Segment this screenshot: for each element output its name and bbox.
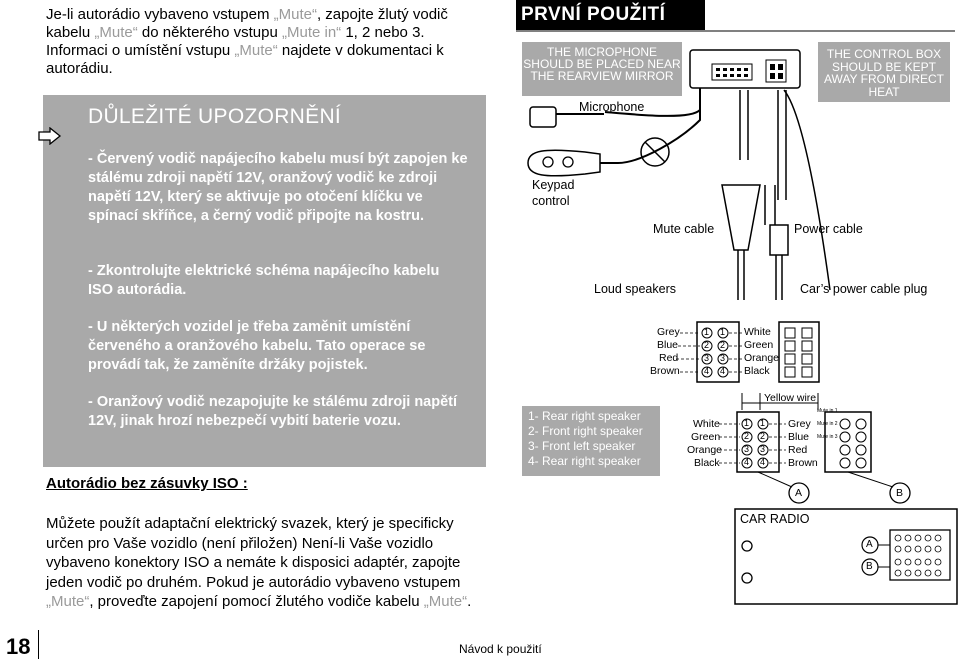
keypad-label: control (532, 194, 570, 208)
connector-b-label: B (866, 561, 873, 572)
legend-item: 4- Rear right speaker (528, 454, 641, 468)
intro-paragraph: Je-li autorádio vybaveno vstupem „Mute“,… (46, 6, 486, 78)
wire-color-label: Red (788, 444, 808, 456)
warning-item: - Červený vodič napájecího kabelu musí b… (88, 151, 468, 224)
mute-in-term: „Mute in“ (281, 24, 342, 41)
page-number: 18 (6, 634, 31, 659)
page-divider (38, 630, 39, 659)
intro-text-3: do některého vstupu (137, 24, 282, 41)
mute-in-label: Mute in 2 (817, 421, 838, 427)
wire-color-label: Red (659, 352, 679, 364)
speaker-legend: 1- Rear right speaker 2- Front right spe… (522, 406, 660, 476)
microphone-label: Microphone (579, 100, 645, 114)
car-power-plug-label: Car’s power cable plug (800, 282, 928, 296)
pin-number: 3 (704, 353, 710, 363)
pin-number: 3 (760, 444, 766, 454)
legend-item: 2- Front right speaker (528, 424, 643, 438)
power-cable-label: Power cable (794, 222, 863, 236)
connector-a-label: A (866, 539, 873, 550)
wire-color-label: Blue (788, 431, 810, 443)
legend-item: 3- Front left speaker (528, 439, 636, 453)
warning-item: - Oranžový vodič nezapojujte ke stálému … (88, 394, 458, 429)
pin-number: 4 (704, 366, 710, 376)
wire-color-label: Orange (687, 444, 723, 456)
pin-number: 1 (704, 327, 710, 337)
pin-number: 3 (720, 353, 726, 363)
intro-text-4: 1, 2 nebo 3. Informaci o umístění vstupu (46, 24, 429, 59)
pin-number: 4 (760, 457, 766, 467)
pin-number: 1 (744, 418, 750, 428)
adapter-paragraph: Můžete použít adaptační elektrický svaze… (46, 514, 486, 612)
pin-number: 2 (744, 431, 750, 441)
mute-term: „Mute“ (46, 593, 90, 610)
wire-color-label: Blue (657, 339, 679, 351)
wire-color-label: Green (744, 339, 774, 351)
intro-text-5: najdete v dokumentaci k autorádiu. (46, 42, 448, 77)
wire-color-label: Orange (744, 352, 780, 364)
adapter-text-2: , proveďte zapojení pomocí žlutého vodič… (89, 593, 424, 610)
intro-text-2: , zapojte žlutý vodič kabelu (46, 6, 453, 41)
adapter-text-1: Můžete použít adaptační elektrický svaze… (46, 515, 461, 591)
keypad-label: Keypad (532, 178, 575, 192)
intro-text-1: Je-li autorádio vybaveno vstupem (46, 6, 274, 23)
wire-color-label: Brown (788, 457, 818, 469)
warning-item: - U některých vozidel je třeba zaměnit u… (88, 319, 426, 373)
microphone-note: THE MICROPHONE SHOULD BE PLACED NEAR THE… (522, 42, 682, 96)
wire-color-label: Green (691, 431, 721, 443)
pin-number: 3 (744, 444, 750, 454)
mute-term: „Mute“ (234, 42, 278, 59)
loud-speakers-label: Loud speakers (594, 282, 677, 296)
legend-item: 1- Rear right speaker (528, 409, 641, 423)
warning-box (43, 95, 486, 467)
mute-in-label: Mute in 3 (817, 434, 838, 440)
wire-color-label: Black (744, 365, 770, 377)
pin-number: 2 (704, 340, 710, 350)
mute-cable-label: Mute cable (653, 222, 715, 236)
mute-term: „Mute“ (423, 593, 468, 610)
wire-color-label: White (693, 418, 720, 430)
warning-title: DŮLEŽITÉ UPOZORNĚNÍ (88, 105, 342, 128)
yellow-wire-label: Yellow wire (764, 392, 817, 404)
iso-heading: Autorádio bez zásuvky ISO : (46, 475, 248, 492)
wire-color-label: Black (694, 457, 720, 469)
arrow-right-icon (38, 127, 62, 145)
wire-color-label: Grey (788, 418, 811, 430)
wire-color-label: White (744, 326, 771, 338)
footer-title: Návod k použití (459, 642, 542, 656)
adapter-text-3: . (467, 593, 472, 610)
wire-color-label: Brown (650, 365, 680, 377)
car-radio-label: CAR RADIO (740, 512, 810, 526)
pin-number: 4 (744, 457, 750, 467)
mute-in-label: Mute in 1 (817, 408, 838, 414)
connector-a-label: A (795, 487, 803, 499)
connector-b-label: B (896, 487, 904, 499)
pin-number: 2 (720, 340, 726, 350)
pin-number: 1 (760, 418, 766, 428)
control-box-note: THE CONTROL BOX SHOULD BE KEPT AWAY FROM… (818, 42, 950, 102)
pin-number: 1 (720, 327, 726, 337)
pin-number: 4 (720, 366, 726, 376)
wire-color-label: Grey (657, 326, 680, 338)
pin-number: 2 (760, 431, 766, 441)
section-title: PRVNÍ POUŽITÍ (516, 0, 705, 30)
warning-item: - Zkontrolujte elektrické schéma napájec… (88, 263, 440, 298)
mute-term: „Mute“ (273, 6, 317, 23)
mute-term: „Mute“ (94, 24, 138, 41)
